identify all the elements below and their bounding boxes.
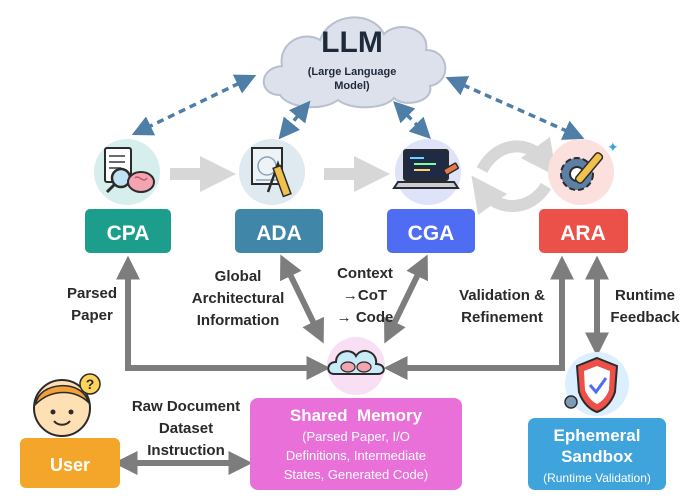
agent-ada-box: ADA bbox=[235, 209, 323, 253]
shared-memory-line1: (Parsed Paper, I/O bbox=[302, 429, 410, 444]
shared-memory-box: Shared Memory (Parsed Paper, I/O Definit… bbox=[250, 398, 462, 490]
user-box: User bbox=[20, 438, 120, 488]
sandbox-box: Ephemeral Sandbox (Runtime Validation) bbox=[528, 418, 666, 490]
label-raw-3: Instruction bbox=[147, 442, 225, 459]
label-raw-1: Raw Document bbox=[132, 398, 240, 415]
gear-wrench-icon: ✦ bbox=[548, 139, 619, 205]
llm-subtitle-line1: (Large Language bbox=[308, 66, 397, 78]
paper-magnifier-brain-icon bbox=[94, 139, 160, 205]
cga-ara-cycle-bottom-arrow bbox=[471, 175, 552, 216]
label-validation-1: Validation & bbox=[459, 287, 545, 304]
laptop-code-icon bbox=[392, 139, 461, 205]
llm-ara-arrow bbox=[445, 76, 585, 140]
agent-cpa-box: CPA bbox=[85, 209, 171, 253]
cloud-shape bbox=[262, 16, 447, 109]
label-validation-2: Refinement bbox=[461, 309, 543, 326]
sandbox-subtitle: (Runtime Validation) bbox=[543, 471, 651, 485]
label-runtime-1: Runtime bbox=[615, 287, 675, 304]
shared-memory-line2: Definitions, Intermediate bbox=[286, 448, 426, 463]
llm-ada-arrow bbox=[278, 100, 311, 140]
cga-memory-arrow bbox=[384, 254, 428, 344]
agent-cpa-label: CPA bbox=[107, 222, 150, 245]
agent-cga-box: CGA bbox=[387, 209, 475, 253]
blueprint-ruler-icon bbox=[239, 139, 305, 205]
label-runtime-2: Feedback bbox=[610, 309, 680, 326]
sandbox-title2: Sandbox bbox=[561, 447, 633, 466]
label-context-1: Context bbox=[337, 265, 393, 282]
label-context-2: →CoT bbox=[343, 287, 387, 304]
llm-cga-arrow bbox=[393, 101, 431, 139]
label-parsed-paper-2: Paper bbox=[71, 307, 113, 324]
cga-ara-cycle-top-arrow bbox=[476, 136, 557, 177]
shared-memory-title: Shared Memory bbox=[290, 406, 423, 425]
llm-title: LLM bbox=[321, 26, 383, 59]
llm-cpa-arrow bbox=[131, 74, 257, 136]
agent-ara-label: ARA bbox=[560, 222, 606, 245]
label-global-1: Global bbox=[215, 268, 262, 285]
agent-ara-box: ARA bbox=[539, 209, 628, 253]
svg-text:✦: ✦ bbox=[607, 139, 619, 155]
llm-cloud: LLM (Large Language Model) bbox=[262, 16, 447, 109]
user-question-icon: ? bbox=[33, 373, 101, 437]
svg-text:?: ? bbox=[86, 376, 95, 392]
agent-ada-label: ADA bbox=[256, 222, 302, 245]
ara-memory-arrow bbox=[383, 255, 574, 380]
ada-memory-arrow bbox=[280, 254, 324, 344]
label-raw-2: Dataset bbox=[159, 420, 213, 437]
label-global-3: Information bbox=[197, 312, 280, 329]
label-context-3: → Code bbox=[337, 309, 394, 326]
sandbox-title1: Ephemeral bbox=[554, 426, 641, 445]
label-parsed-paper-1: Parsed bbox=[67, 285, 117, 302]
cpa-memory-arrow bbox=[116, 255, 331, 380]
label-global-2: Architectural bbox=[192, 290, 285, 307]
shared-memory-line3: States, Generated Code) bbox=[284, 467, 429, 482]
cloud-brains-icon bbox=[327, 337, 385, 395]
llm-subtitle-line2: Model) bbox=[334, 80, 370, 92]
shield-check-icon bbox=[564, 352, 629, 416]
agent-cga-label: CGA bbox=[408, 222, 455, 245]
user-label: User bbox=[50, 455, 90, 475]
